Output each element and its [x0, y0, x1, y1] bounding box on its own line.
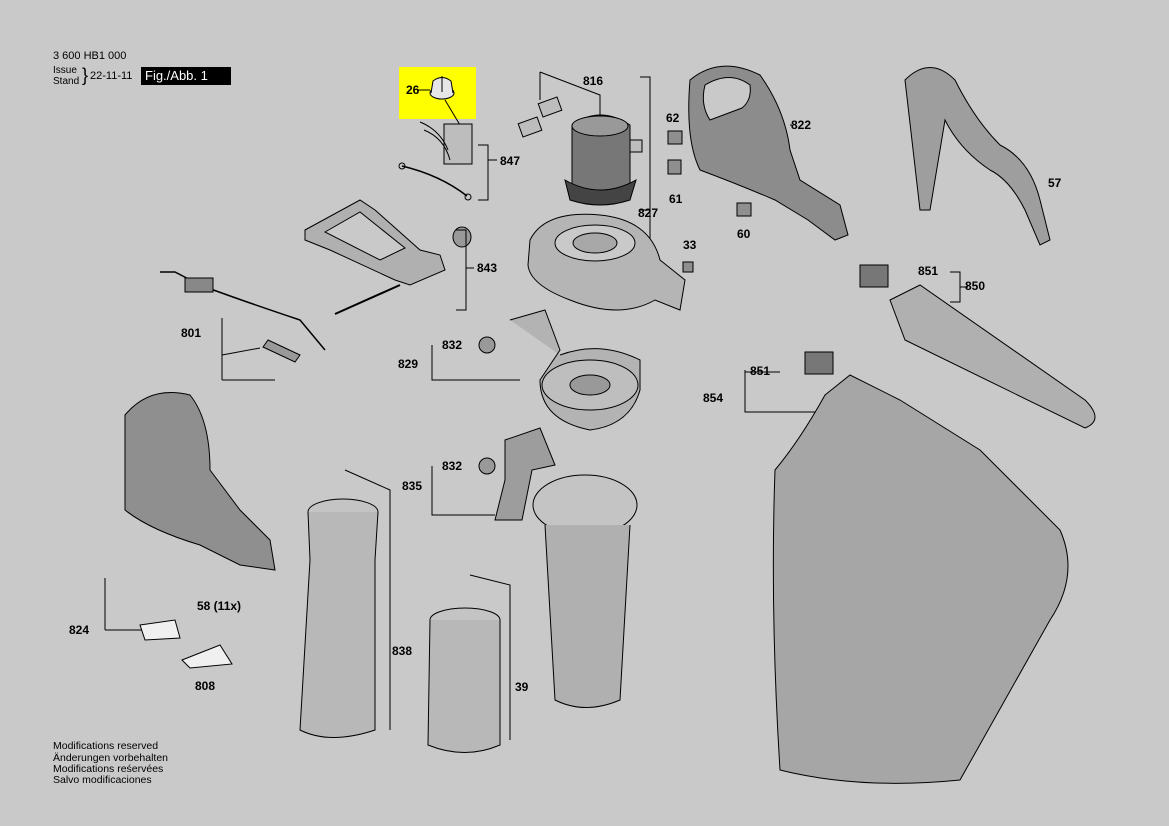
label-835: 835: [402, 479, 423, 493]
label-832-bottom: 832: [442, 459, 463, 473]
part-850-tube: [889, 284, 1096, 429]
label-843: 843: [477, 261, 498, 275]
part-824-housing: [124, 392, 276, 571]
figure-label: Fig./Abb. 1: [141, 67, 231, 85]
label-850: 850: [965, 279, 986, 293]
part-835-tube: [494, 427, 638, 708]
label-62: 62: [666, 111, 680, 125]
part-39-sleeve: [427, 607, 501, 753]
part-829-inlet: [509, 309, 641, 431]
footer-line-fr: Modifications reśervées: [53, 763, 164, 775]
issue-label: Issue: [53, 65, 77, 76]
label-60: 60: [737, 227, 751, 241]
label-26: 26: [406, 83, 420, 97]
part-838-tube: [299, 498, 379, 738]
issue-date: 22-11-11: [90, 70, 133, 82]
document-number: 3 600 HB1 000: [53, 50, 127, 62]
part-57-strap: [904, 67, 1051, 246]
label-39: 39: [515, 680, 529, 694]
label-847: 847: [500, 154, 521, 168]
part-61: [667, 159, 682, 175]
footer-line-en: Modifications reserved: [53, 740, 159, 752]
label-33: 33: [683, 238, 697, 252]
part-851-connector-mid: [804, 351, 834, 375]
brace: }: [82, 65, 89, 85]
label-801: 801: [181, 326, 202, 340]
label-822: 822: [791, 118, 812, 132]
label-57: 57: [1048, 176, 1062, 190]
part-843-lever: [304, 199, 472, 315]
label-58: 58 (11x): [197, 599, 242, 613]
label-832-top: 832: [442, 338, 463, 352]
footer-line-es: Salvo modificaciones: [53, 774, 152, 786]
part-816-motor: [517, 71, 643, 206]
footer-line-de: Änderungen vorbehalten: [53, 752, 169, 764]
label-808: 808: [195, 679, 216, 693]
part-62: [667, 130, 683, 145]
part-827-fan-housing: [527, 213, 686, 311]
label-824: 824: [69, 623, 90, 637]
label-851-top: 851: [918, 264, 939, 278]
part-854-bag: [772, 374, 1069, 784]
stand-label: Stand: [53, 76, 80, 87]
part-851-connector-top: [859, 264, 889, 288]
part-847-switch: [398, 121, 473, 201]
part-60: [736, 202, 752, 217]
label-827: 827: [638, 206, 659, 220]
part-26-knob: [418, 76, 455, 100]
part-822-handle: [688, 65, 849, 241]
part-33: [682, 261, 694, 273]
label-851-mid: 851: [750, 364, 771, 378]
label-854: 854: [703, 391, 724, 405]
part-801-cord: [160, 271, 326, 363]
label-816: 816: [583, 74, 604, 88]
label-61: 61: [669, 192, 683, 206]
label-829: 829: [398, 357, 419, 371]
label-838: 838: [392, 644, 413, 658]
